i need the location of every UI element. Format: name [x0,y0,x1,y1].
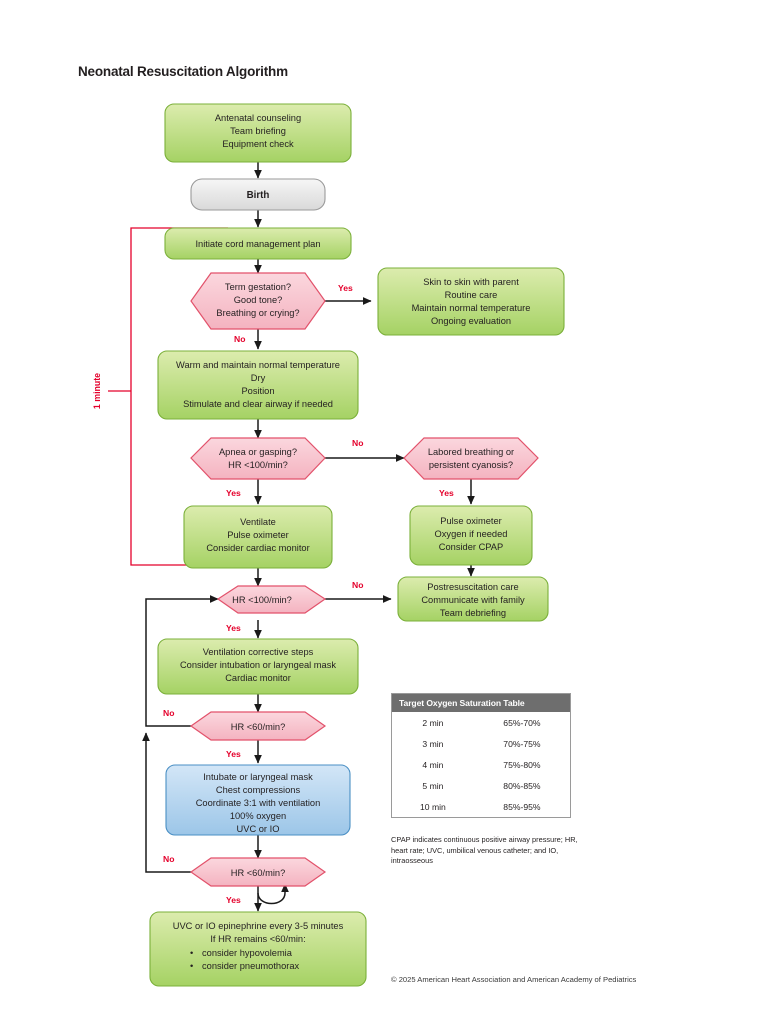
node-hr-60-second: HR <60/min? [189,857,327,887]
node-chest-compressions: Intubate or laryngeal mask Chest compres… [165,764,351,836]
edge-label-hr100-yes: Yes [226,623,241,633]
node-line: Position [241,386,274,396]
cell-time: 10 min [420,801,446,812]
cell-range: 85%-95% [503,801,541,812]
node-line: Ventilate [240,517,276,527]
node-line: HR <60/min? [231,868,286,878]
node-warm-maintain: Warm and maintain normal temperature Dry… [157,350,359,420]
page-title: Neonatal Resuscitation Algorithm [78,64,288,79]
edge-label-term-no: No [234,334,245,344]
node-line: Consider CPAP [439,542,503,552]
node-line: Ongoing evaluation [431,316,511,326]
node-line: Dry [251,373,266,383]
table-row: 4 min 75%-80% [392,754,570,775]
node-hr-60-first: HR <60/min? [189,711,327,741]
edge-label-apnea-yes: Yes [226,488,241,498]
node-apnea-gasping: Apnea or gasping? HR <100/min? [190,437,326,480]
node-bullet: consider hypovolemia [202,948,293,958]
node-corrective-steps: Ventilation corrective steps Consider in… [157,638,359,695]
node-term-gestation: Term gestation? Good tone? Breathing or … [190,272,326,330]
bullet-glyph: • [190,948,193,958]
node-postresuscitation: Postresuscitation care Communicate with … [397,576,549,622]
node-line: Postresuscitation care [427,582,518,592]
node-line: persistent cyanosis? [429,460,513,470]
edge-label-hr60a-no: No [163,708,174,718]
cell-range: 75%-80% [503,759,541,770]
node-line: Equipment check [222,139,294,149]
cell-time: 2 min [422,717,444,728]
node-line: UVC or IO [237,824,280,834]
node-line: Communicate with family [421,595,525,605]
node-line: Warm and maintain normal temperature [176,360,340,370]
abbreviations-footnote: CPAP indicates continuous positive airwa… [391,835,578,866]
connectors [142,162,475,912]
cell-range: 65%-70% [503,717,541,728]
table-row: 5 min 80%-85% [392,775,570,796]
node-epinephrine: UVC or IO epinephrine every 3-5 minutes … [149,911,367,987]
node-hr-100: HR <100/min? [216,585,327,614]
cell-range: 70%-75% [503,738,541,749]
node-line: Term gestation? [225,282,291,292]
node-routine-care: Skin to skin with parent Routine care Ma… [377,267,565,336]
table-row: 2 min 65%-70% [392,712,570,733]
node-line: Cardiac monitor [225,673,291,683]
edge-label-labored-yes: Yes [439,488,454,498]
node-line: Skin to skin with parent [423,277,519,287]
node-line: UVC or IO epinephrine every 3-5 minutes [173,921,344,931]
node-line: Consider cardiac monitor [206,543,309,553]
node-line: Team briefing [230,126,286,136]
edge-label-hr100-no: No [352,580,363,590]
node-line: Breathing or crying? [216,308,299,318]
edge-label-hr60a-yes: Yes [226,749,241,759]
node-line: Chest compressions [216,785,301,795]
node-line: HR <100/min? [232,595,292,605]
node-line: Initiate cord management plan [195,239,320,249]
edge-label-hr60b-yes: Yes [226,895,241,905]
node-bullet: consider pneumothorax [202,961,300,971]
node-line: Coordinate 3:1 with ventilation [196,798,321,808]
edge-label-term-yes: Yes [338,283,353,293]
node-line: Labored breathing or [428,447,514,457]
node-line: Good tone? [234,295,283,305]
node-line: Intubate or laryngeal mask [203,772,313,782]
node-line: 100% oxygen [230,811,286,821]
node-line: Team debriefing [440,608,506,618]
node-line: Consider intubation or laryngeal mask [180,660,336,670]
node-line: Apnea or gasping? [219,447,297,457]
node-line: Pulse oximeter [227,530,289,540]
table-row: 3 min 70%-75% [392,733,570,754]
node-pulse-oximeter: Pulse oximeter Oxygen if needed Consider… [409,505,533,566]
cell-time: 4 min [422,759,444,770]
copyright-notice: © 2025 American Heart Association and Am… [391,975,637,984]
node-line: Stimulate and clear airway if needed [183,399,333,409]
saturation-rows: 2 min 65%-70% 3 min 70%-75% 4 min 75%-80… [392,712,570,817]
node-line: Pulse oximeter [440,516,502,526]
bullet-glyph: • [190,961,193,971]
cell-time: 5 min [422,780,444,791]
edge-label-hr60b-no: No [163,854,174,864]
node-ventilate: Ventilate Pulse oximeter Consider cardia… [183,505,333,569]
node-line: Birth [247,190,270,201]
cell-range: 80%-85% [503,780,541,791]
node-antenatal-counseling: Antenatal counseling Team briefing Equip… [164,103,352,163]
node-line: Oxygen if needed [435,529,508,539]
edge-label-apnea-no: No [352,438,363,448]
node-birth: Birth [190,178,326,211]
node-labored-breathing: Labored breathing or persistent cyanosis… [403,437,539,480]
node-line: HR <100/min? [228,460,288,470]
target-oxygen-saturation-table: Target Oxygen Saturation Table 2 min 65%… [391,693,571,818]
node-line: If HR remains <60/min: [210,934,305,944]
node-line: Routine care [445,290,498,300]
node-cord-management: Initiate cord management plan [164,227,352,260]
table-row: 10 min 85%-95% [392,796,570,817]
node-line: Antenatal counseling [215,113,301,123]
node-line: Ventilation corrective steps [203,647,314,657]
node-line: HR <60/min? [231,722,286,732]
table-header: Target Oxygen Saturation Table [392,694,570,712]
node-line: Maintain normal temperature [412,303,531,313]
bracket-label: 1 minute [92,373,102,409]
cell-time: 3 min [422,738,444,749]
